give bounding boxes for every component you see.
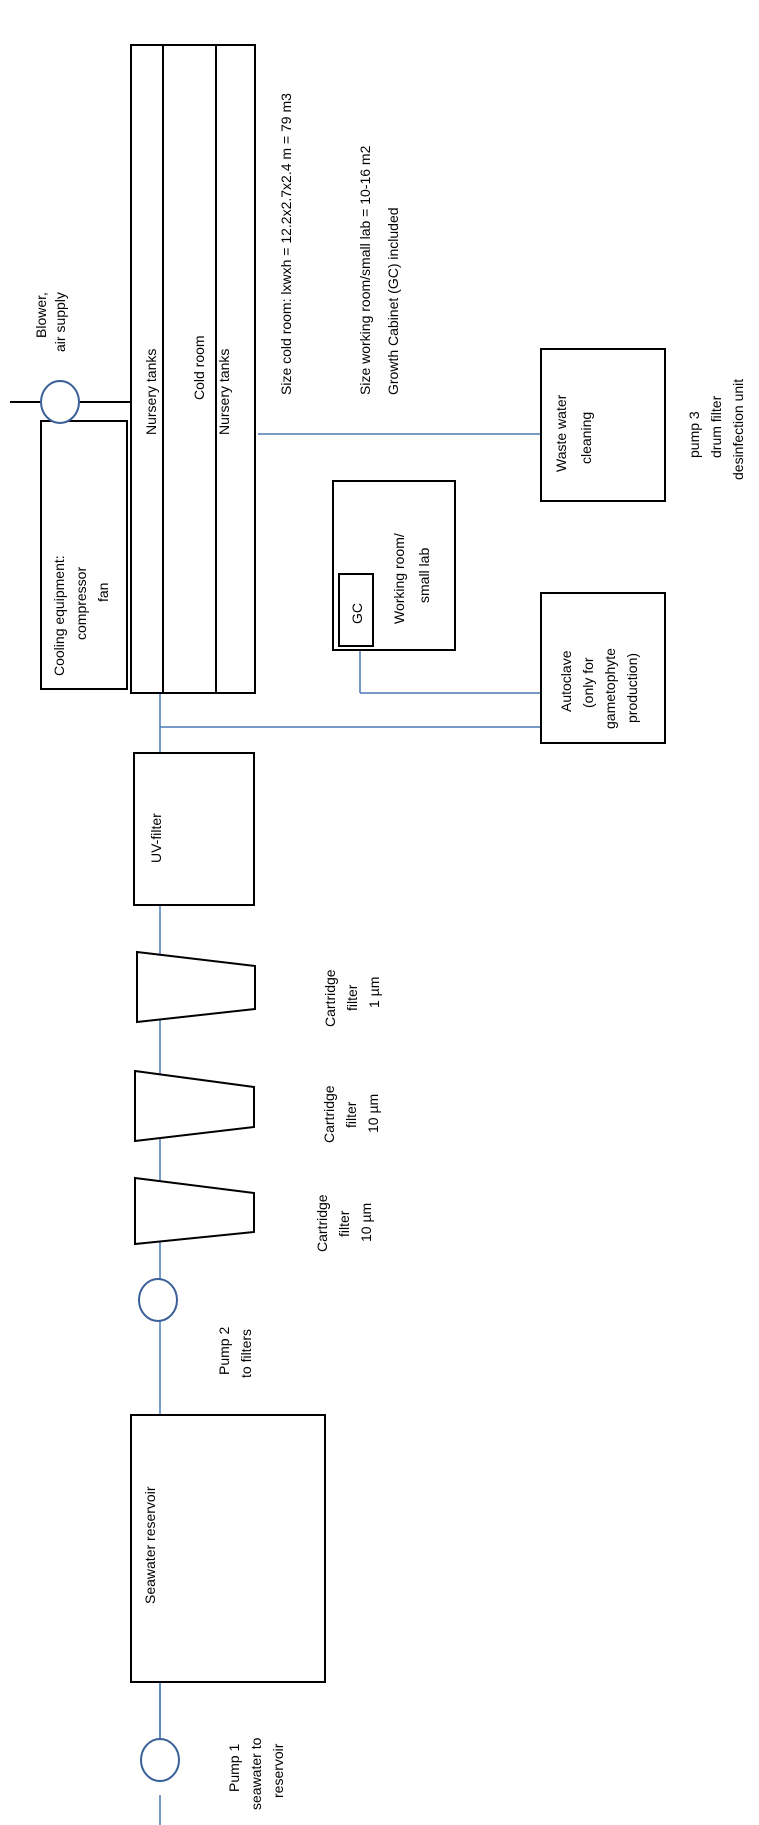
autoclave-box: Autoclave (only for gametophyte producti… [540, 592, 666, 744]
blower-circle [40, 380, 80, 424]
cartridge-filter-1-line1: Cartridge [322, 969, 338, 1027]
size-working-room-note: Size working room/small lab = 10-16 m2 [357, 145, 373, 395]
cooling-label-line3: fan [95, 583, 111, 602]
size-cold-room-note: Size cold room: lxwxh = 12.2x2.7x2.4 m =… [278, 93, 294, 395]
nursery-tanks-bottom-label: Nursery tanks [216, 349, 232, 435]
blower-label-line2: air supply [52, 292, 68, 352]
pump-2-label-line1: Pump 2 [216, 1327, 232, 1375]
pump3-notes: pump 3 drum filter desinfection unit [686, 379, 746, 480]
cartridge-filter-1-line2: filter [344, 984, 360, 1011]
cartridge-filter-3-shape [134, 1176, 255, 1246]
gc-label: GC [349, 603, 365, 624]
blower-group: Blower, air supply [10, 292, 131, 424]
nursery-tanks-top-label: Nursery tanks [143, 349, 159, 435]
pump-1-label-line1: Pump 1 [226, 1744, 242, 1792]
uv-filter-label: UV-filter [148, 813, 164, 863]
cartridge-filter-3-line2: filter [336, 1210, 352, 1237]
cartridge-filter-3-line3: 10 µm [358, 1203, 374, 1242]
uv-filter-outline [133, 752, 255, 906]
cooling-label-line1: Cooling equipment: [51, 555, 67, 676]
cartridge-filter-1-shape [136, 950, 256, 1024]
seawater-reservoir-box: Seawater reservoir [130, 1414, 326, 1683]
size-notes: Size cold room: lxwxh = 12.2x2.7x2.4 m =… [278, 93, 401, 395]
cold-room-block: Nursery tanks Cold room Nursery tanks [130, 44, 256, 694]
pump3-label-line3: desinfection unit [730, 379, 746, 480]
autoclave-label-line3: gametophyte [602, 648, 618, 729]
working-room-label-line1: Working room/ [391, 533, 407, 624]
cartridge-filter-3-line1: Cartridge [314, 1194, 330, 1252]
pump-1: Pump 1 seawater to reservoir [140, 1737, 286, 1810]
pump-1-label-line3: reservoir [270, 1743, 286, 1798]
pump3-label-line2: drum filter [708, 395, 724, 458]
pump-2-label-line2: to filters [238, 1329, 254, 1378]
cartridge-filter-2: Cartridge filter 10 µm [134, 1069, 381, 1143]
cooling-equipment-outline [40, 420, 128, 690]
seawater-reservoir-label: Seawater reservoir [142, 1486, 158, 1604]
waste-water-label-line1: Waste water [553, 394, 569, 472]
growth-cabinet-note: Growth Cabinet (GC) included [385, 207, 401, 395]
pump-1-label-line2: seawater to [248, 1737, 264, 1810]
pump-2: Pump 2 to filters [138, 1278, 254, 1378]
cartridge-filter-2-line2: filter [343, 1101, 359, 1128]
blower-label-line1: Blower, [33, 292, 49, 338]
gc-outline [338, 573, 374, 647]
cooling-label-line2: compressor [73, 567, 89, 640]
autoclave-label-line4: production) [624, 653, 640, 723]
cold-room-label: Cold room [191, 335, 207, 400]
working-room-label-line2: small lab [416, 548, 432, 603]
cartridge-filter-2-line3: 10 µm [365, 1094, 381, 1133]
cooling-equipment-box: Cooling equipment: compressor fan [40, 420, 128, 690]
cartridge-filter-3: Cartridge filter 10 µm [134, 1176, 374, 1252]
autoclave-outline [540, 592, 666, 744]
cartridge-filter-2-line1: Cartridge [321, 1085, 337, 1143]
seawater-reservoir-outline [130, 1414, 326, 1683]
cartridge-filter-1: Cartridge filter 1 µm [136, 950, 382, 1027]
working-room-box: GC Working room/ small lab [332, 480, 456, 651]
uv-filter-box: UV-filter [133, 752, 255, 906]
cartridge-filter-1-line3: 1 µm [366, 977, 382, 1008]
pump3-label-line1: pump 3 [686, 411, 702, 458]
waste-water-outline [540, 348, 666, 502]
autoclave-label-line2: (only for [580, 657, 596, 708]
waste-water-label-line2: cleaning [578, 412, 594, 464]
waste-water-box: Waste water cleaning [540, 348, 666, 502]
pump-1-circle [140, 1738, 180, 1782]
cartridge-filter-2-shape [134, 1069, 255, 1143]
autoclave-label-line1: Autoclave [558, 650, 574, 712]
pump-2-circle [138, 1278, 178, 1322]
